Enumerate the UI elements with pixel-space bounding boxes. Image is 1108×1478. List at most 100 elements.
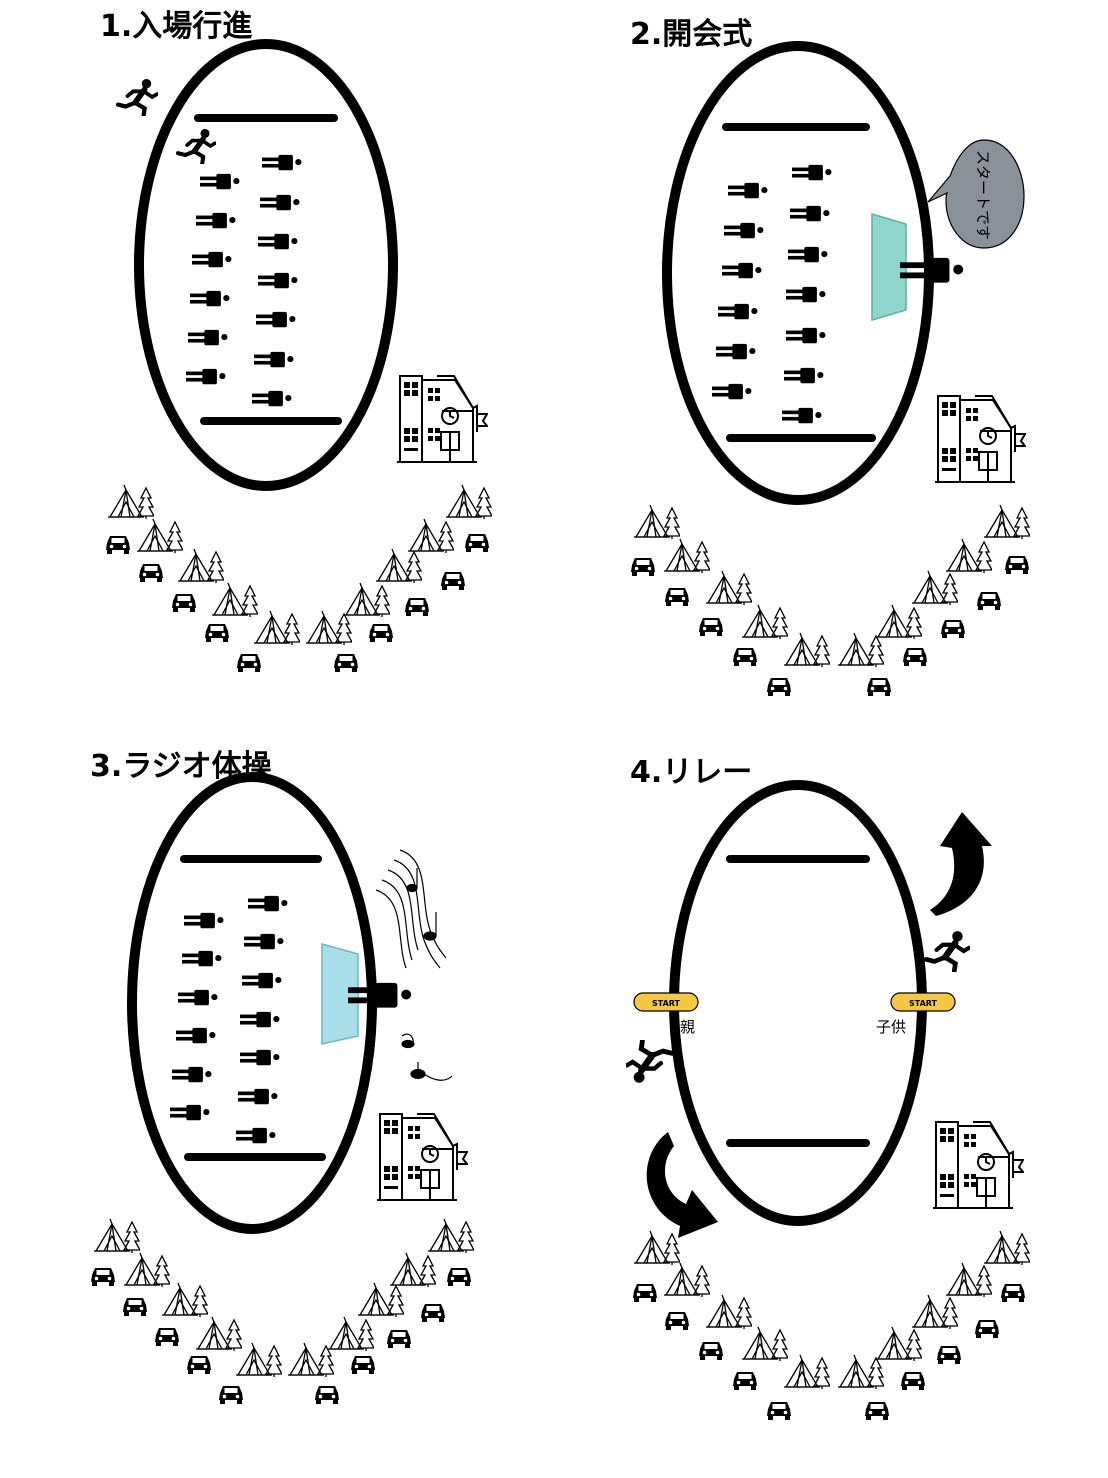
car-icon	[767, 1402, 791, 1420]
car-icon	[903, 648, 927, 666]
car-icon	[237, 654, 261, 672]
participant-column-right	[252, 154, 302, 407]
tent-icon	[288, 1342, 334, 1378]
person-icon	[788, 246, 828, 263]
car-icon	[937, 1346, 961, 1364]
tent-icon	[876, 604, 922, 640]
person-icon	[260, 194, 300, 211]
start-badge-right-label: START	[909, 999, 938, 1008]
person-icon	[792, 164, 832, 181]
podium-stand	[871, 212, 907, 322]
person-icon	[244, 933, 284, 950]
car-icon	[334, 654, 358, 672]
car-icon	[699, 1342, 723, 1360]
person-icon	[716, 343, 756, 360]
car-icon	[441, 572, 465, 590]
tent-icon	[408, 518, 454, 554]
car-icon	[219, 1386, 243, 1404]
person-icon	[184, 912, 224, 929]
school-building-icon	[376, 1112, 468, 1202]
person-icon	[176, 1027, 216, 1044]
person-icon	[172, 1066, 212, 1083]
panel-2-title: 2.開会式	[630, 17, 753, 52]
tent-icon	[306, 610, 352, 646]
participant-column-right	[236, 895, 288, 1144]
car-icon	[155, 1328, 179, 1346]
car-icon	[1001, 1284, 1025, 1302]
tent-icon	[742, 604, 788, 640]
tent-icon	[984, 1230, 1030, 1266]
tent-icon	[706, 570, 752, 606]
car-icon	[865, 1402, 889, 1420]
tent-icon	[984, 504, 1030, 540]
panel-4-title: 4.リレー	[630, 755, 753, 790]
panel-3-title: 3.ラジオ体操	[90, 749, 272, 784]
school-building-icon	[932, 1120, 1024, 1210]
car-icon	[901, 1372, 925, 1390]
tent-icon	[946, 538, 992, 574]
person-icon	[728, 182, 768, 199]
person-icon	[178, 989, 218, 1006]
person-icon	[782, 407, 822, 424]
person-icon	[258, 233, 298, 250]
tent-icon	[838, 632, 884, 668]
car-icon	[633, 1284, 657, 1302]
tent-icon	[428, 1218, 474, 1254]
person-icon	[724, 222, 764, 239]
car-icon	[1005, 556, 1029, 574]
person-icon	[786, 327, 826, 344]
track-oval	[134, 39, 398, 491]
car-icon	[91, 1268, 115, 1286]
track-oval	[669, 780, 927, 1226]
car-icon	[106, 536, 130, 554]
speaker-person-icon	[900, 257, 964, 283]
label-parent: 親	[680, 1018, 695, 1036]
person-icon	[238, 1088, 278, 1105]
school-building-icon	[934, 394, 1026, 484]
person-icon	[200, 173, 240, 190]
car-icon	[665, 1312, 689, 1330]
person-icon	[196, 212, 236, 229]
speech-bubble-text: スタートです	[974, 150, 992, 240]
runner-icon	[627, 1041, 672, 1082]
person-icon	[242, 972, 282, 989]
person-icon	[182, 950, 222, 967]
person-icon	[240, 1011, 280, 1028]
car-icon	[977, 592, 1001, 610]
tent-icon	[94, 1218, 140, 1254]
person-icon	[262, 154, 302, 171]
car-icon	[867, 678, 891, 696]
tent-icon	[328, 1316, 374, 1352]
tent-icon	[742, 1326, 788, 1362]
car-icon	[733, 1372, 757, 1390]
car-icon	[387, 1330, 411, 1348]
panel-1-title: 1.入場行進	[100, 9, 253, 44]
tent-icon	[212, 582, 258, 618]
participant-column-right	[782, 164, 832, 424]
tent-icon	[446, 484, 492, 520]
tent-icon	[912, 570, 958, 606]
start-badge-left-label: START	[652, 999, 681, 1008]
curved-arrow-bottom-left-icon	[646, 1132, 718, 1238]
car-icon	[123, 1298, 147, 1316]
start-badge-right: START	[890, 992, 956, 1012]
tent-icon	[664, 538, 710, 574]
person-icon	[252, 390, 292, 407]
start-badge-left: START	[633, 992, 699, 1012]
car-icon	[187, 1356, 211, 1374]
car-icon	[975, 1320, 999, 1338]
camp-area	[106, 484, 492, 672]
tent-icon	[137, 518, 183, 554]
car-icon	[351, 1356, 375, 1374]
car-icon	[315, 1386, 339, 1404]
camp-area	[631, 504, 1030, 696]
camp-area	[91, 1218, 474, 1404]
tent-icon	[784, 632, 830, 668]
curved-arrow-top-right-icon	[930, 812, 992, 916]
person-icon	[170, 1104, 210, 1121]
panel-4: START START 親 子供	[627, 780, 1030, 1420]
tent-icon	[344, 582, 390, 618]
runner-icon	[178, 129, 215, 163]
car-icon	[941, 620, 965, 638]
person-icon	[718, 303, 758, 320]
